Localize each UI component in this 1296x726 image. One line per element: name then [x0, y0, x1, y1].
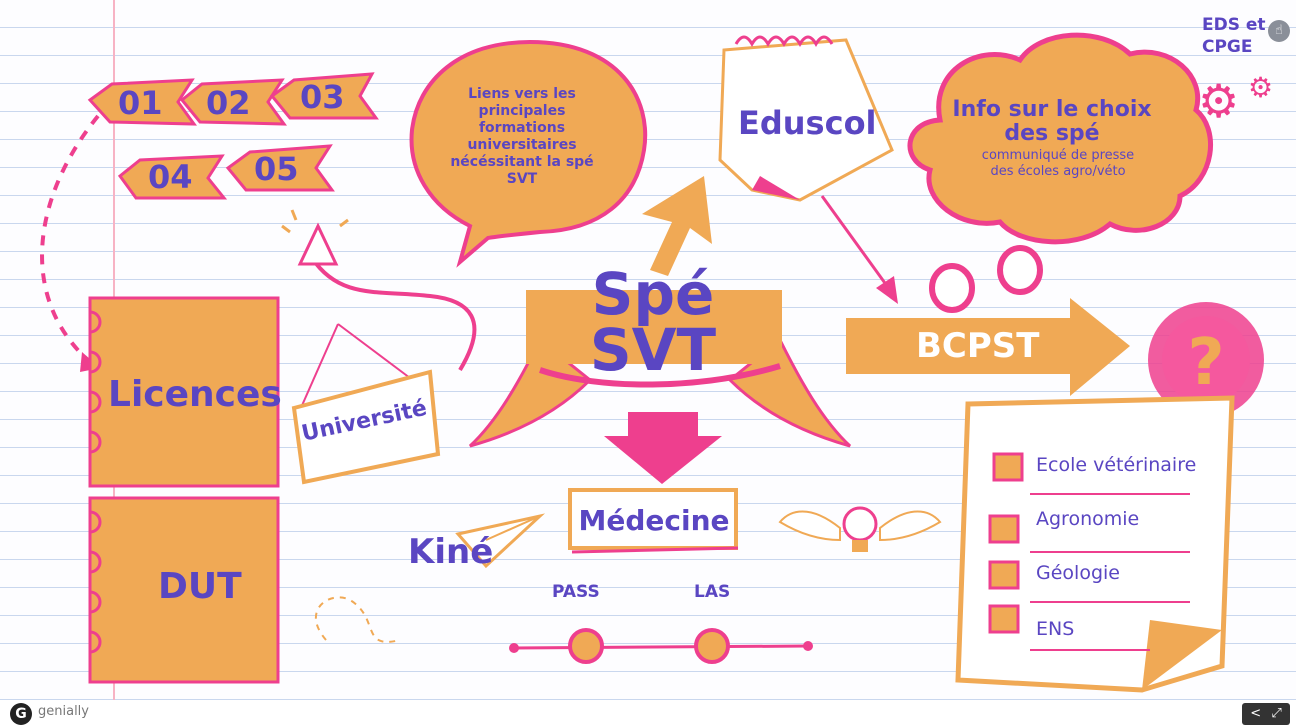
genially-brand[interactable]: genially [38, 704, 89, 719]
sign-string [337, 323, 411, 379]
tab-05[interactable] [225, 144, 335, 192]
checkbox-ens[interactable] [988, 604, 1020, 634]
timeline-dot [509, 643, 519, 653]
fullscreen-icon[interactable]: ⤢ [1271, 706, 1282, 721]
bubble-dot [997, 245, 1043, 295]
down-arrow [604, 412, 722, 484]
eduscol-note[interactable] [718, 35, 894, 202]
bubble-text: Liens vers les principales formations un… [450, 86, 594, 187]
svg-text:?: ? [1187, 326, 1224, 400]
dashed-connector [40, 114, 100, 364]
dut-label: DUT [158, 566, 242, 607]
tab-05-label: 05 [254, 150, 299, 188]
center-banner[interactable] [468, 290, 852, 448]
licences-card[interactable] [88, 296, 280, 488]
eduscol-label: Eduscol [738, 104, 877, 142]
gear-small-icon: ⚙ [1248, 71, 1274, 104]
genially-logo-icon[interactable]: G [10, 703, 32, 725]
flow-arrowhead [297, 222, 339, 266]
licences-label: Licences [108, 374, 282, 415]
tab-03-label: 03 [300, 78, 345, 116]
dut-card[interactable] [88, 496, 280, 684]
las-marker[interactable] [694, 628, 730, 664]
info-cloud[interactable] [907, 32, 1213, 245]
speech-bubble[interactable] [409, 39, 648, 268]
share-icon[interactable]: < [1250, 706, 1262, 721]
cloud-title: Info sur le choix des spé [952, 97, 1152, 146]
flow-arrow [310, 256, 477, 372]
medecine-box[interactable] [568, 488, 739, 554]
tab-01[interactable] [87, 78, 197, 126]
tab-04-label: 04 [148, 158, 193, 196]
tab-02-label: 02 [206, 84, 251, 122]
decor-lines [281, 209, 349, 234]
gear-icon: ⚙ [1198, 74, 1240, 128]
checklist-item-ens[interactable]: ENS [1036, 618, 1075, 640]
checkbox-geologie[interactable] [988, 560, 1020, 590]
cloud-subtitle: communiqué de presse des écoles agro/vét… [981, 148, 1135, 179]
timeline-dot [803, 641, 813, 651]
corner-title: EDS et CPGE [1202, 15, 1266, 57]
eduscol-arrowhead [876, 276, 898, 304]
bubble-dot [929, 263, 975, 313]
bcpst-label: BCPST [916, 326, 1040, 366]
hand-pointer-icon[interactable]: ☝ [1268, 20, 1290, 42]
dashed-trail [314, 596, 401, 643]
bcpst-arrow[interactable] [846, 298, 1130, 396]
medecine-label: Médecine [578, 504, 730, 537]
winged-lightbulb-icon [778, 506, 942, 552]
eduscol-arrow [820, 195, 892, 291]
checklist-item-ecole-veterinaire[interactable]: Ecole vétérinaire [1036, 454, 1197, 476]
bottom-bar [0, 700, 1296, 726]
checkbox-agronomie[interactable] [988, 514, 1020, 544]
tab-04[interactable] [117, 154, 228, 200]
checkbox-ecole-veterinaire[interactable] [992, 452, 1024, 482]
las-label: LAS [694, 582, 731, 602]
question-badge[interactable]: ? [1148, 302, 1264, 418]
tab-01-label: 01 [118, 84, 163, 122]
sign-string [299, 323, 339, 411]
timeline-line [513, 644, 809, 650]
toolbar-buttons: < ⤢ [1242, 703, 1290, 725]
checklist-item-agronomie[interactable]: Agronomie [1036, 508, 1140, 530]
tab-02[interactable] [179, 78, 287, 126]
pass-marker[interactable] [568, 628, 604, 664]
up-arrow [642, 176, 712, 276]
pass-label: PASS [552, 582, 600, 602]
checklist-item-geologie[interactable]: Géologie [1036, 562, 1120, 584]
center-title: Spé SVT [589, 260, 717, 384]
tab-03[interactable] [269, 72, 379, 120]
kine-label: Kiné [408, 532, 494, 572]
paper-plane-icon [455, 513, 546, 569]
universite-sign[interactable] [291, 369, 441, 485]
checklist-paper [955, 395, 1235, 693]
